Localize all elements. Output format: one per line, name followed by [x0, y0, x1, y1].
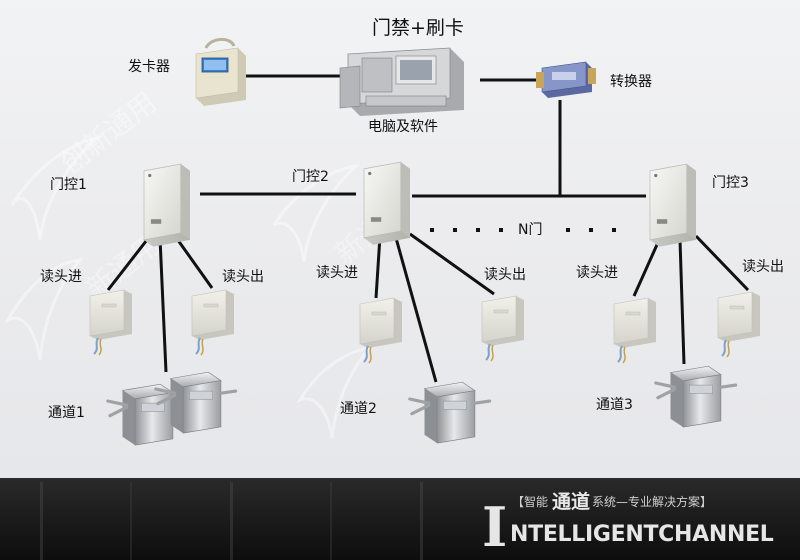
banner-tagline-prefix: 【智能 — [512, 494, 548, 509]
line-c2-reader-in — [374, 235, 382, 299]
pc-software-device — [339, 47, 464, 116]
brand-banner: 【智能 通道 系统—专业解决方案】 I NTELLIGENTCHANNEL — [0, 478, 800, 560]
brand-name: NTELLIGENTCHANNEL — [510, 522, 774, 547]
reader-in-1-label: 读头进 — [40, 268, 82, 285]
turnstile-channel-3 — [654, 364, 738, 429]
watermark-text-1: 创新通用 — [54, 86, 163, 181]
reader-out-1-label: 读头出 — [222, 268, 264, 285]
reader-out-2 — [481, 295, 525, 362]
n-door-label: N门 — [518, 222, 542, 238]
diagram-title: 门禁+刷卡 — [372, 17, 464, 39]
line-c3-reader-in — [632, 237, 662, 297]
banner-tagline-big: 通道 — [552, 490, 590, 513]
turnstile-channel-2 — [408, 380, 492, 445]
line-c1-reader-out — [173, 235, 214, 289]
door-controller-3-label: 门控3 — [712, 175, 749, 191]
reader-out-3 — [717, 291, 761, 358]
reader-in-2 — [359, 297, 403, 364]
line-c2-channel — [394, 237, 438, 383]
pc-software-label: 电脑及软件 — [368, 119, 438, 135]
line-c1-channel — [158, 237, 168, 373]
reader-in-2-label: 读头进 — [316, 264, 358, 281]
connection-lines — [106, 74, 750, 383]
card-issuer-label: 发卡器 — [128, 59, 170, 75]
turnstile-channel-1 — [106, 370, 238, 447]
line-c3-reader-out — [694, 234, 750, 292]
door-controller-3 — [649, 163, 697, 248]
reader-out-1 — [191, 289, 235, 356]
line-c3-channel — [678, 239, 686, 365]
channel-3-label: 通道3 — [596, 397, 633, 413]
reader-in-3 — [613, 297, 657, 364]
door-controller-1-label: 门控1 — [50, 177, 87, 193]
banner-tagline-suffix: 系统—专业解决方案】 — [592, 494, 712, 509]
reader-in-1 — [89, 289, 133, 356]
line-c1-reader-in — [106, 235, 152, 291]
door-controller-2 — [363, 161, 411, 246]
converter-device — [536, 61, 596, 98]
n-door-dots — [430, 228, 616, 232]
door-controller-2-label: 门控2 — [292, 169, 329, 185]
channel-2-label: 通道2 — [340, 401, 377, 417]
card-issuer-device — [195, 38, 246, 106]
brand-initial: I — [482, 495, 507, 559]
reader-in-3-label: 读头进 — [576, 264, 618, 281]
reader-out-2-label: 读头出 — [484, 266, 526, 283]
reader-out-3-label: 读头出 — [742, 258, 784, 275]
door-controller-1 — [143, 163, 191, 248]
channel-1-label: 通道1 — [48, 405, 85, 421]
line-c2-reader-out — [409, 232, 495, 296]
converter-label: 转换器 — [610, 73, 652, 90]
